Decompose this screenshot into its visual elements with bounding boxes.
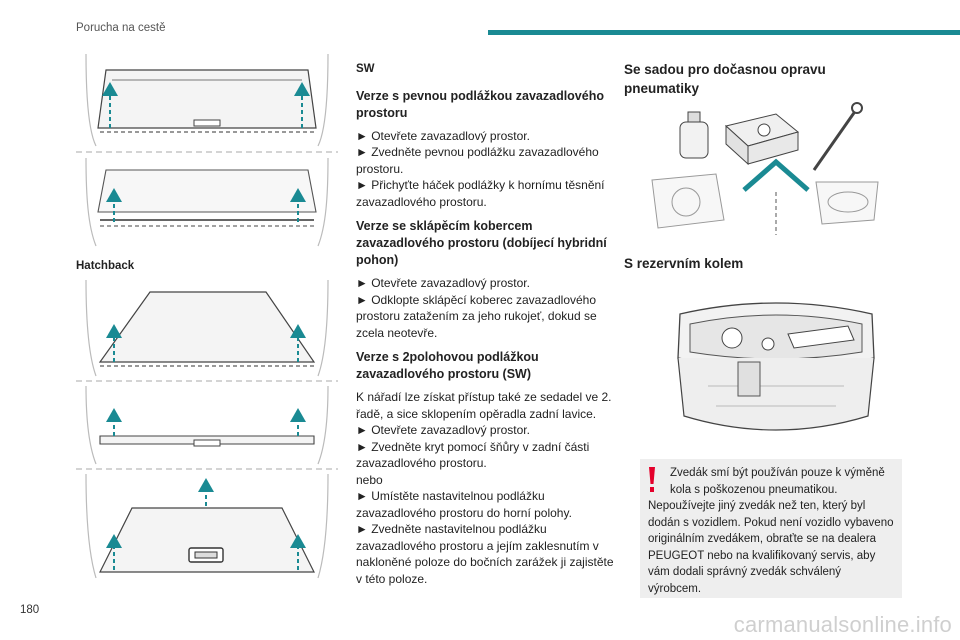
arrow-up-icon <box>742 158 810 235</box>
figure-repair-kit <box>646 100 886 235</box>
section-body-fixed-floor: ► Otevřete zavazadlový prostor. ► Zvedně… <box>356 128 605 209</box>
arrow-up-icon <box>290 408 306 436</box>
divider-dashed <box>76 150 338 154</box>
figure-hatchback-floor-open <box>76 278 338 378</box>
arrow-up-icon <box>106 324 122 362</box>
arrow-up-icon <box>294 82 310 128</box>
page-number: 180 <box>20 604 40 616</box>
arrow-up-icon <box>198 478 214 506</box>
middle-column: SW Verze s pevnou podlážkou zavazadlovéh… <box>356 61 618 595</box>
label-sw: SW <box>356 63 375 75</box>
heading-repair-kit: Se sadou pro dočasnou opravu pneumatiky <box>624 62 826 96</box>
warning-text: Zvedák smí být používán pouze k výměně k… <box>648 467 894 595</box>
arrow-up-icon <box>102 82 118 128</box>
figure-spare-wheel <box>668 296 884 446</box>
section-title-folding-carpet: Verze se sklápěcím kobercem zavazadlovéh… <box>356 219 607 267</box>
divider-dashed <box>76 379 338 383</box>
arrow-up-icon <box>106 534 122 570</box>
warning-box: Zvedák smí být používán pouze k výměně k… <box>640 459 902 598</box>
header-accent-bar <box>488 30 960 35</box>
section-body-folding-carpet: ► Otevřete zavazadlový prostor. ► Odklop… <box>356 276 597 340</box>
arrow-up-icon <box>290 324 306 362</box>
figure-hatchback-floor-mid <box>76 384 338 466</box>
figure-sw-floor-raised <box>76 156 338 248</box>
arrow-up-icon <box>106 408 122 436</box>
arrow-up-icon <box>106 188 122 222</box>
arrow-up-icon <box>290 534 306 570</box>
page-header-title: Porucha na cestě <box>76 22 166 34</box>
watermark-text: carmanualsonline.info <box>733 612 952 637</box>
heading-spare-wheel: S rezervním kolem <box>624 256 744 271</box>
figure-sw-floor-fixed <box>76 50 338 150</box>
label-hatchback: Hatchback <box>76 260 135 272</box>
section-title-two-position-floor: Verze s 2polohovou podlážkou zavazadlové… <box>356 350 539 381</box>
section-title-fixed-floor: Verze s pevnou podlážkou zavazadlového p… <box>356 88 604 120</box>
divider-dashed <box>76 467 338 471</box>
warning-icon <box>649 467 655 492</box>
figure-hatchback-floor-hook <box>76 472 338 580</box>
section-body-two-position-floor: K nářadí lze získat přístup také ze seda… <box>356 390 614 586</box>
arrow-up-icon <box>290 188 306 222</box>
